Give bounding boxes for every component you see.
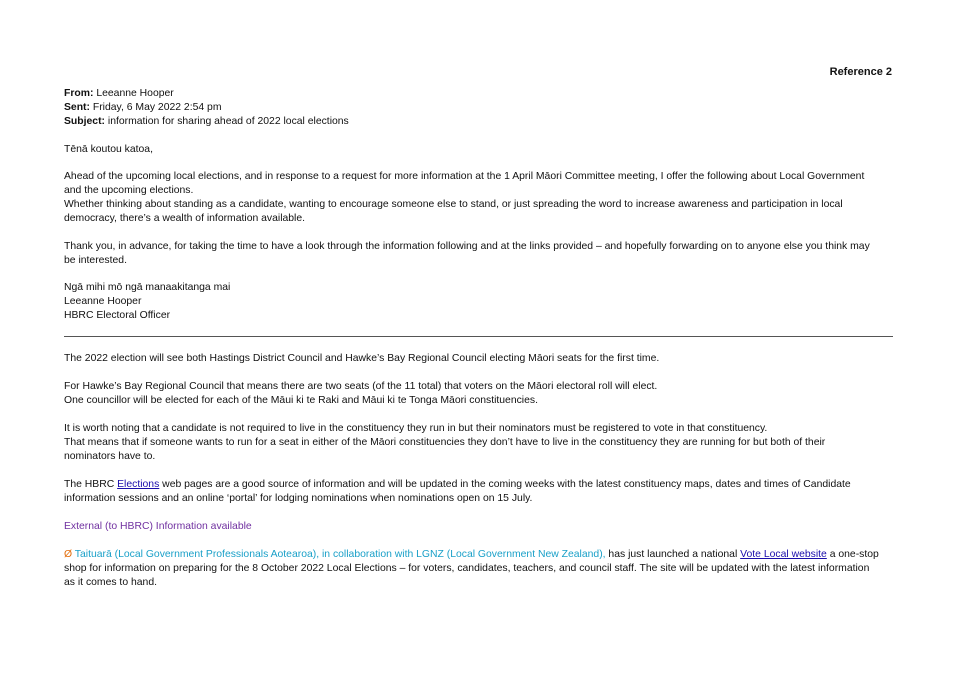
vote-local-post: a one-stop <box>826 549 879 560</box>
body-paragraph-3-line-1: It is worth noting that a candidate is n… <box>64 423 768 434</box>
subject-label: Subject: <box>64 116 105 127</box>
vote-local-line-2: shop for information on preparing for th… <box>64 563 870 574</box>
body-paragraph-4-line-2: information sessions and an online ‘port… <box>64 493 533 504</box>
signoff-line-1: Ngā mihi mō ngā manaakitanga mai <box>64 282 231 293</box>
thanks-line-1: Thank you, in advance, for taking the ti… <box>64 241 870 252</box>
bullet-arrow-icon: Ø <box>64 549 73 560</box>
body-paragraph-3-line-3: nominators have to. <box>64 451 156 462</box>
thanks-line-2: be interested. <box>64 255 127 266</box>
intro-line-4: democracy, there’s a wealth of informati… <box>64 213 306 224</box>
intro-paragraphs: Ahead of the upcoming local elections, a… <box>64 170 894 268</box>
elections-link[interactable]: Elections <box>117 479 160 490</box>
elections-post: web pages are a good source of informati… <box>159 479 851 490</box>
vote-local-line-1: Ø Taituarā (Local Government Professiona… <box>64 548 894 562</box>
reference-label: Reference 2 <box>829 66 892 78</box>
vote-local-link[interactable]: Vote Local website <box>740 549 827 560</box>
external-heading: External (to HBRC) Information available <box>64 521 252 532</box>
from-line: From: Leeanne Hooper <box>64 87 894 101</box>
sent-label: Sent: <box>64 102 90 113</box>
sent-value: Friday, 6 May 2022 2:54 pm <box>92 102 222 113</box>
vote-local-line-3: as it comes to hand. <box>64 577 157 588</box>
body-paragraph-1: The 2022 election will see both Hastings… <box>64 353 660 364</box>
subject-value: information for sharing ahead of 2022 lo… <box>107 116 349 127</box>
taituara-org-text: Taituarā (Local Government Professionals… <box>72 549 606 560</box>
intro-line-1: Ahead of the upcoming local elections, a… <box>64 171 865 182</box>
body-paragraph-4-line-1: The HBRC Elections web pages are a good … <box>64 478 894 492</box>
signoff: Ngā mihi mō ngā manaakitanga mai Leeanne… <box>64 281 894 323</box>
body-paragraph-3-line-2: That means that if someone wants to run … <box>64 437 826 448</box>
intro-line-3: Whether thinking about standing as a can… <box>64 199 843 210</box>
vote-local-mid: has just launched a national <box>605 549 741 560</box>
subject-line: Subject: information for sharing ahead o… <box>64 115 894 129</box>
sent-line: Sent: Friday, 6 May 2022 2:54 pm <box>64 101 894 115</box>
email-header: From: Leeanne Hooper Sent: Friday, 6 May… <box>64 87 894 129</box>
greeting: Tēnā koutou katoa, <box>64 143 894 157</box>
from-label: From: <box>64 88 94 99</box>
signoff-name: Leeanne Hooper <box>64 296 142 307</box>
intro-line-2: and the upcoming elections. <box>64 185 194 196</box>
elections-pre: The HBRC <box>64 479 118 490</box>
signoff-title: HBRC Electoral Officer <box>64 310 171 321</box>
greeting-text: Tēnā koutou katoa, <box>64 144 153 155</box>
body-content: The 2022 election will see both Hastings… <box>64 352 894 590</box>
divider <box>64 336 893 337</box>
body-paragraph-2-line-1: For Hawke’s Bay Regional Council that me… <box>64 381 658 392</box>
from-value: Leeanne Hooper <box>96 88 174 99</box>
body-paragraph-2-line-2: One councillor will be elected for each … <box>64 395 538 406</box>
